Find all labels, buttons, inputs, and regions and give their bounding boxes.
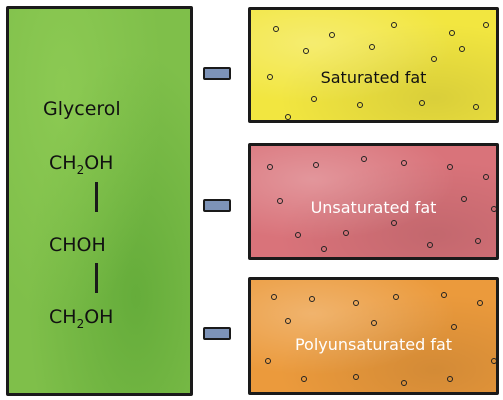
connector-polyunsaturated [203,327,231,340]
texture-dot [321,246,327,252]
texture-dot [353,374,359,380]
texture-dot [491,206,496,212]
saturated-fat-block: Saturated fat [248,7,499,123]
glycerol-block: Glycerol CH2OH CHOH CH2OH [6,6,193,396]
texture-dot [295,232,301,238]
texture-dot [449,30,455,36]
texture-dot [483,22,489,28]
texture-dot [473,104,479,110]
texture-dot [285,114,291,120]
texture-dot [371,320,377,326]
texture-dot [461,196,467,202]
saturated-fat-label: Saturated fat [320,68,427,87]
texture-dot [491,358,496,364]
texture-dot [447,376,453,382]
texture-dot [267,74,273,80]
texture-dot [393,294,399,300]
texture-dot [309,296,315,302]
texture-dot [301,376,307,382]
texture-dot [475,238,481,244]
texture-dot [313,162,319,168]
texture-dot [271,294,277,300]
texture-dot [285,318,291,324]
texture-dot [273,26,279,32]
texture-dot [277,198,283,204]
texture-dot [391,220,397,226]
texture-dot [419,100,425,106]
texture-dot [361,156,367,162]
polyunsaturated-fat-block: Polyunsaturated fat [248,277,499,395]
texture-dot [343,230,349,236]
formula-ch: CH [49,306,77,328]
texture-dot [431,56,437,62]
formula-oh: OH [84,152,114,174]
formula-subscript: 2 [76,317,85,331]
formula-ch: CH [49,152,77,174]
texture-dot [353,300,359,306]
texture-dot [391,22,397,28]
bond-line-upper [95,182,98,212]
texture-dot [441,292,447,298]
texture-dot [447,164,453,170]
texture-dot [401,380,407,386]
texture-dot [483,174,489,180]
formula-line-ch2oh-bottom: CH2OH [49,306,113,331]
glycerol-title: Glycerol [43,98,121,120]
unsaturated-fat-block: Unsaturated fat [248,143,499,260]
texture-dot [311,96,317,102]
bond-line-lower [95,263,98,293]
texture-dot [427,242,433,248]
unsaturated-fat-label: Unsaturated fat [310,198,437,217]
connector-saturated [203,67,231,80]
formula-oh: OH [84,306,114,328]
polyunsaturated-fat-label: Polyunsaturated fat [294,335,453,354]
texture-dot [401,160,407,166]
texture-dot [357,102,363,108]
texture-dot [477,300,483,306]
texture-dot [451,324,457,330]
connector-unsaturated [203,199,231,212]
texture-dot [329,32,335,38]
formula-line-ch2oh-top: CH2OH [49,152,113,177]
texture-dot [265,358,271,364]
texture-dot [303,48,309,54]
formula-subscript: 2 [76,163,85,177]
texture-dot [267,164,273,170]
texture-dot [459,46,465,52]
formula-line-choh: CHOH [49,234,106,256]
texture-dot [369,44,375,50]
